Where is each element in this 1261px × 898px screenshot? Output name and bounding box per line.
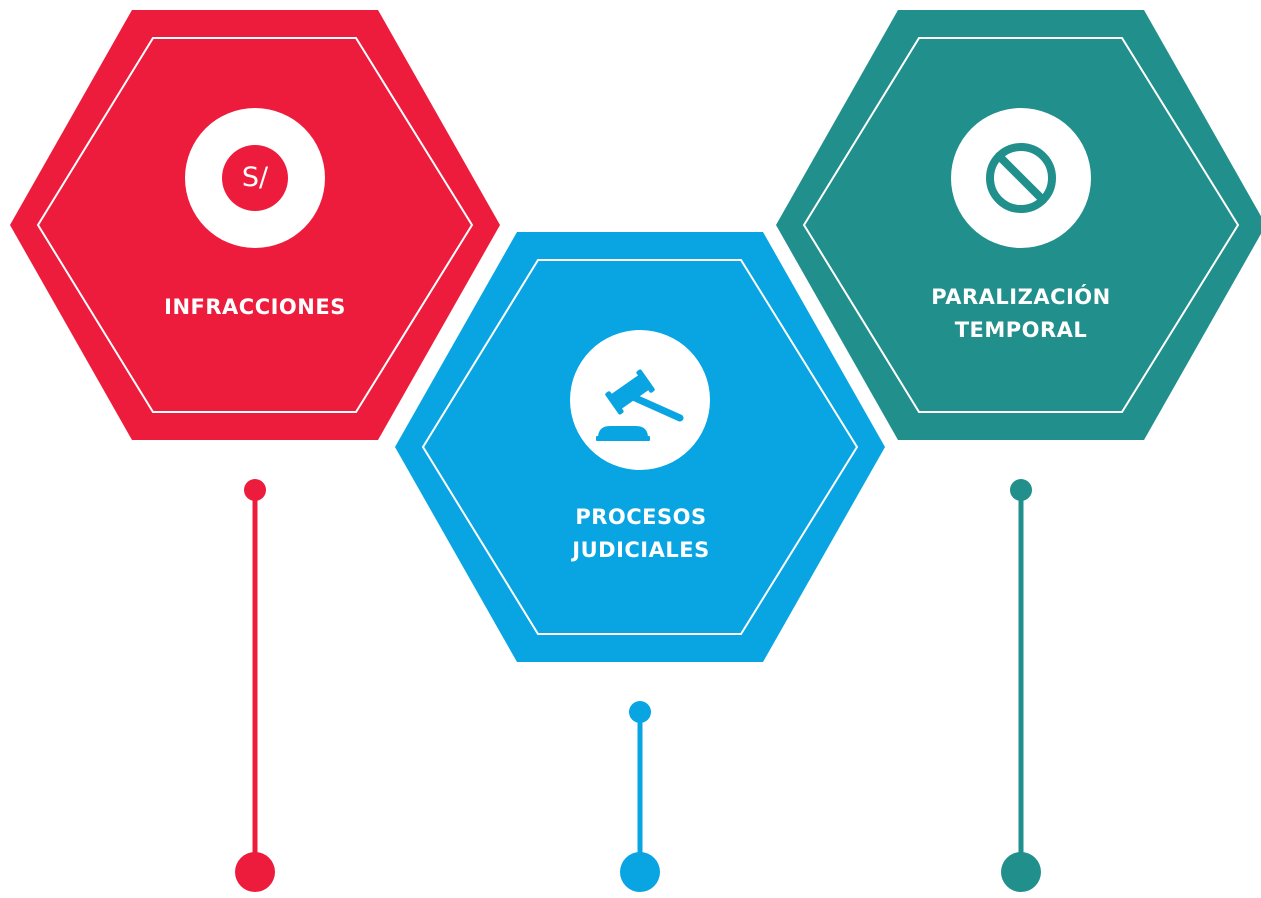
- hexagon-label-procesos: PROCESOS JUDICIALES: [486, 501, 796, 567]
- connector-end-dot: [235, 852, 275, 892]
- label-line: JUDICIALES: [572, 538, 710, 562]
- connector-start-dot: [244, 479, 266, 501]
- connector-procesos: [620, 701, 660, 892]
- label-line: TEMPORAL: [954, 318, 1088, 342]
- connector-end-dot: [620, 852, 660, 892]
- hexagon-inner-outline: [421, 259, 859, 635]
- currency-soles-icon: [222, 145, 288, 211]
- label-line: PROCESOS: [575, 505, 707, 529]
- hexagon-procesos: [395, 232, 885, 662]
- label-line: INFRACCIONES: [164, 295, 346, 319]
- hexagon-paralizacion: [776, 10, 1261, 440]
- connector-end-dot: [1001, 852, 1041, 892]
- connector-start-dot: [1010, 479, 1032, 501]
- connector-paralizacion: [1001, 479, 1041, 892]
- hexagon-inner-outline: [36, 37, 474, 413]
- label-line: PARALIZACIÓN: [931, 285, 1111, 309]
- hexagon-label-paralizacion: PARALIZACIÓN TEMPORAL: [866, 281, 1176, 347]
- soles-symbol-text: S/: [241, 162, 269, 193]
- hexagon-infracciones: [10, 10, 500, 440]
- gavel-icon: [596, 369, 684, 441]
- connector-start-dot: [629, 701, 651, 723]
- hexagon-inner-outline: [802, 37, 1240, 413]
- prohibited-icon: [986, 143, 1056, 213]
- connector-infracciones: [235, 479, 275, 892]
- hexagon-label-infracciones: INFRACCIONES: [100, 291, 410, 324]
